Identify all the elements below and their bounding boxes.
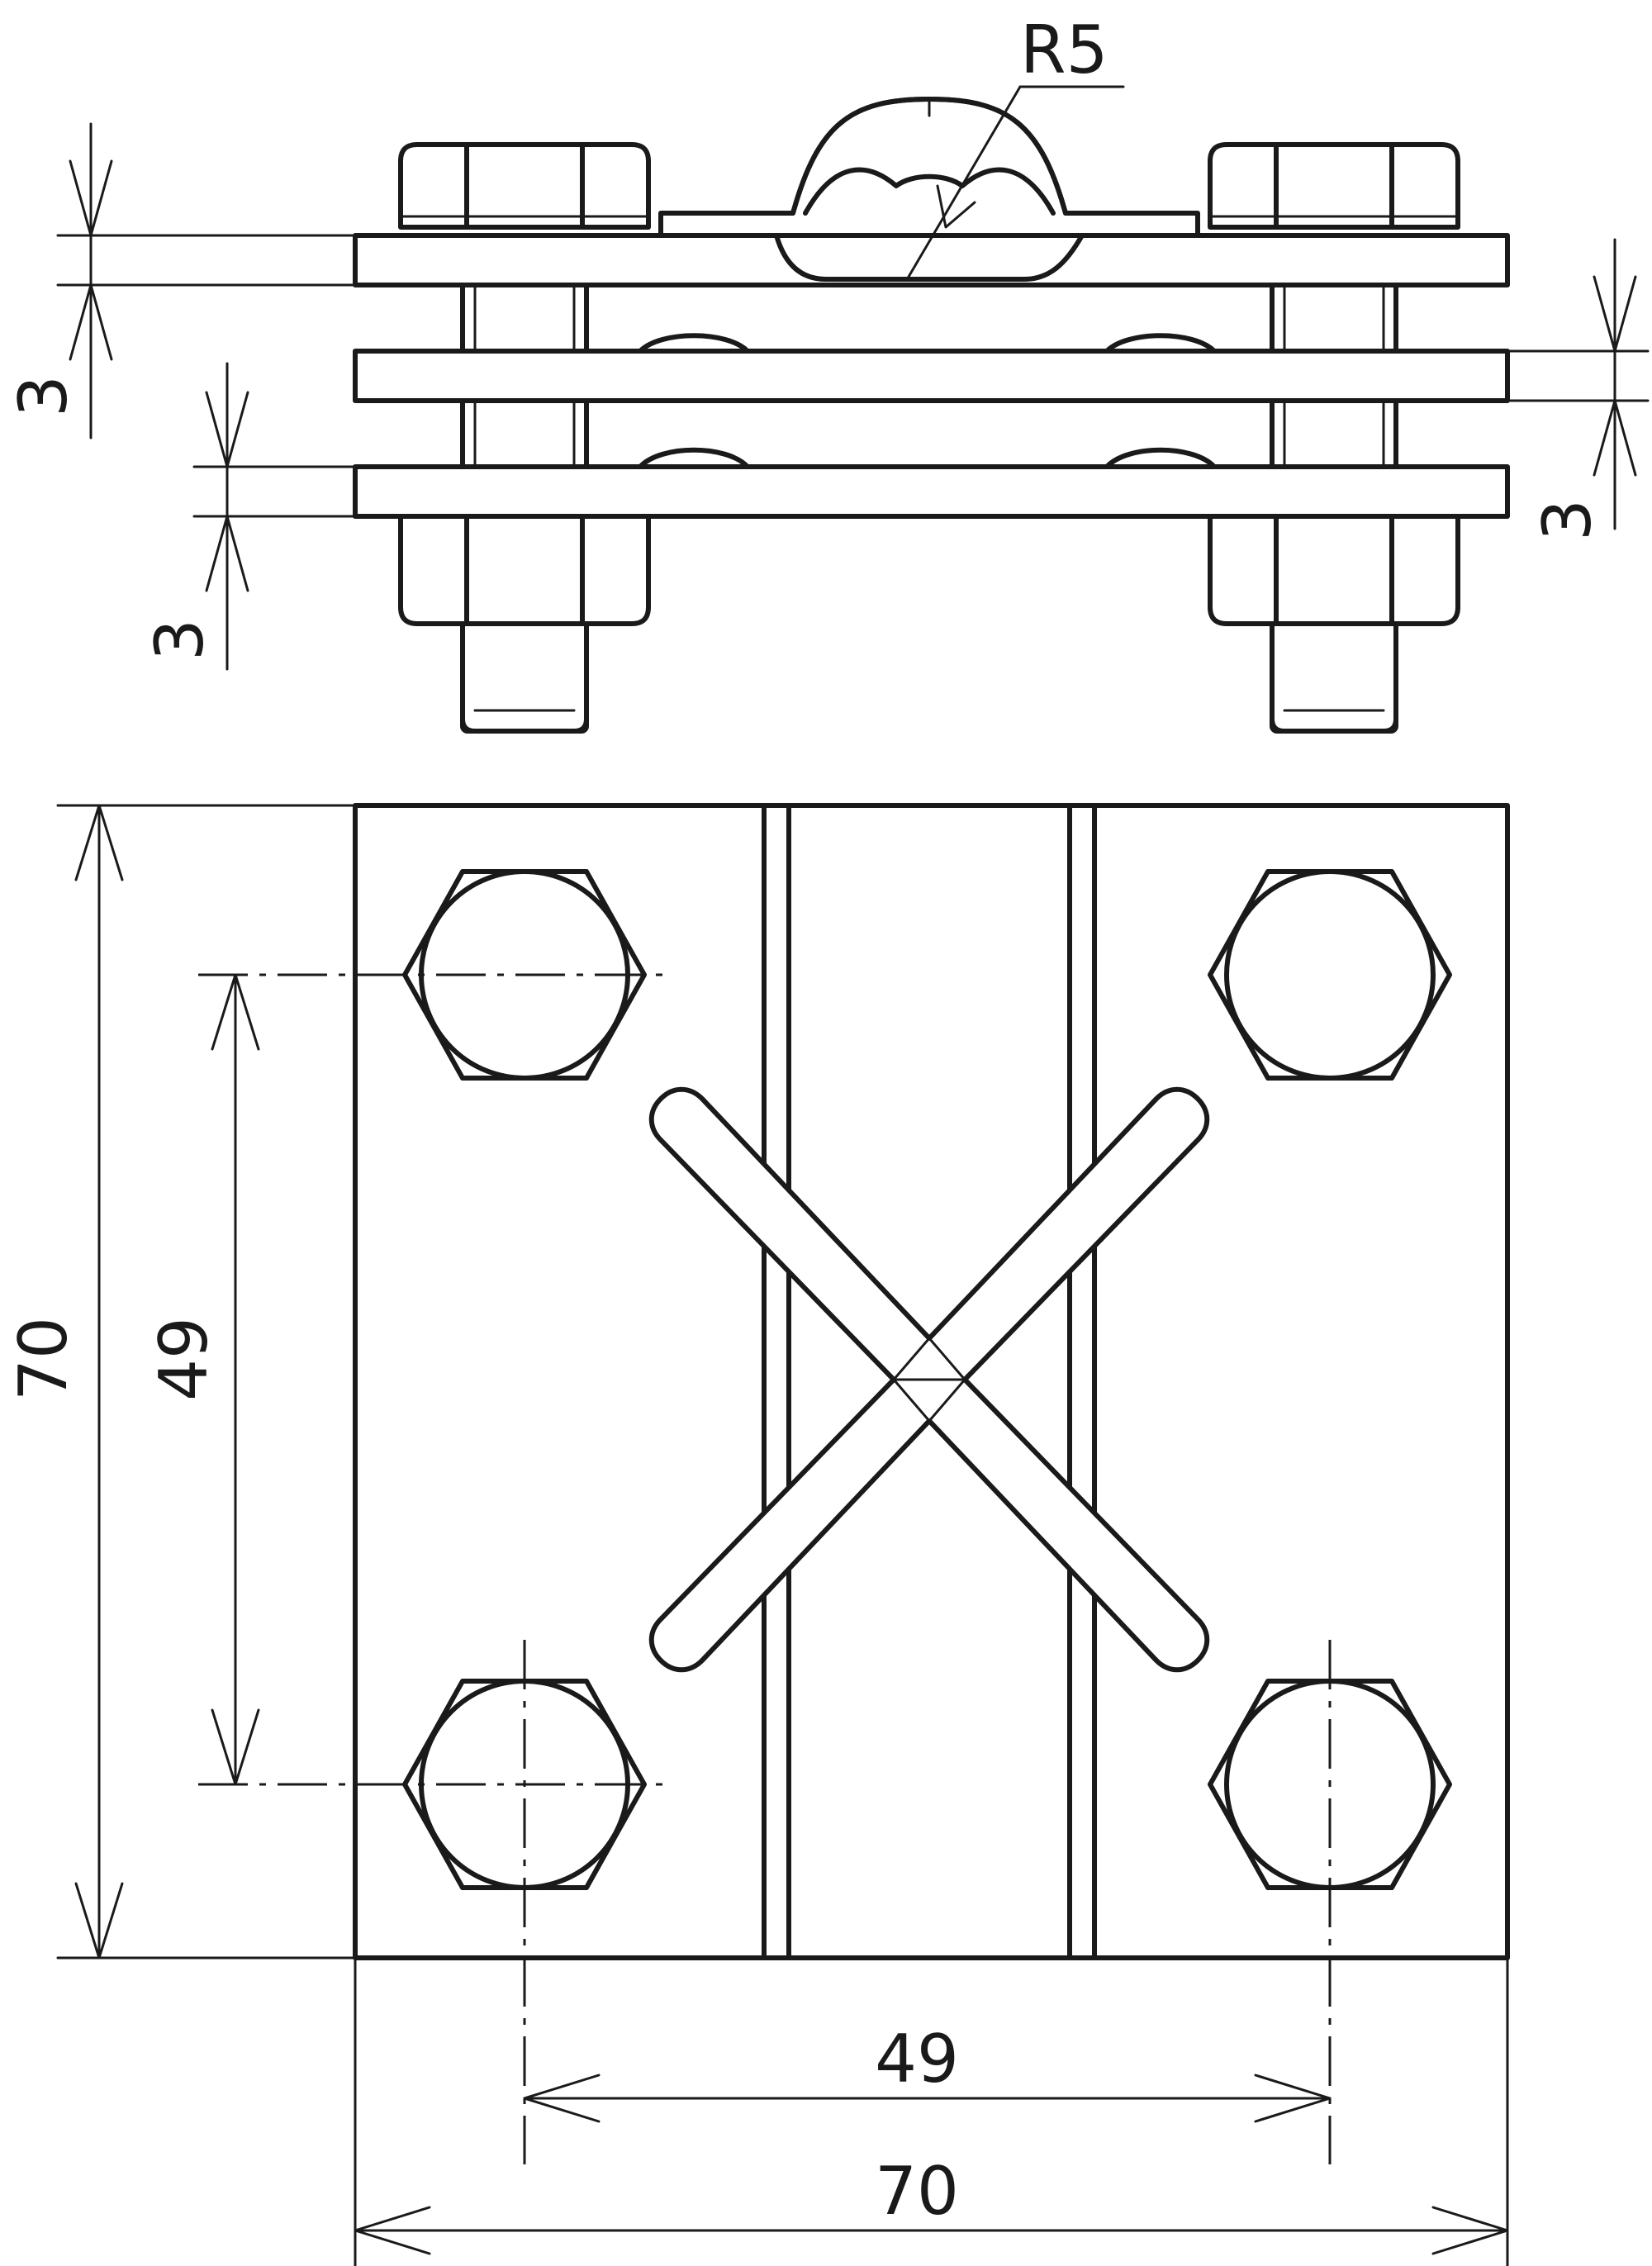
plate-middle bbox=[353, 349, 1510, 403]
clamp-bump-3 bbox=[638, 447, 750, 469]
dim-top-plate-thickness bbox=[56, 122, 357, 439]
clamp-bump-2 bbox=[1104, 333, 1217, 354]
dim-overall-width bbox=[354, 1956, 1509, 2266]
bolt-end-left bbox=[460, 621, 589, 734]
bottom-plate-thickness-label: 3 bbox=[141, 619, 218, 661]
center-strip bbox=[762, 803, 1097, 1960]
dim-bottom-plate-thickness bbox=[192, 362, 357, 671]
base-plate-outline bbox=[353, 803, 1510, 1960]
bolt-head-top-left bbox=[398, 142, 651, 230]
side-view: R5 3 3 3 bbox=[5, 12, 1650, 734]
plan-view: 70 49 49 70 bbox=[5, 803, 1510, 2266]
bolt-spacing-horizontal-label: 49 bbox=[875, 2021, 959, 2097]
bolt-spacing-vertical-label: 49 bbox=[145, 1317, 222, 1401]
hex-bolt-top-right bbox=[1208, 869, 1452, 1081]
nut-bottom-right bbox=[1208, 514, 1460, 626]
nut-bottom-left bbox=[398, 514, 651, 626]
radius-leader bbox=[907, 85, 1125, 278]
bolt-head-top-right bbox=[1208, 142, 1460, 230]
bolt-end-right bbox=[1270, 621, 1398, 734]
cross-bracket bbox=[648, 1086, 1210, 1673]
clamp-bump-4 bbox=[1104, 447, 1217, 469]
overall-height-label: 70 bbox=[5, 1317, 82, 1401]
dim-bolt-spacing-horizontal bbox=[523, 2074, 1332, 2123]
dim-middle-plate-thickness bbox=[1506, 238, 1650, 530]
middle-plate-thickness-label: 3 bbox=[1529, 499, 1606, 541]
center-lines bbox=[198, 973, 1332, 2164]
dim-bolt-spacing-vertical bbox=[211, 973, 260, 1786]
clamp-bump-1 bbox=[638, 333, 750, 354]
plate-bottom bbox=[353, 464, 1510, 519]
top-plate-thickness-label: 3 bbox=[5, 375, 82, 417]
dim-overall-height bbox=[56, 804, 357, 1960]
saddle-underside bbox=[774, 233, 1085, 282]
radius-label: R5 bbox=[1020, 12, 1108, 88]
overall-width-label: 70 bbox=[875, 2153, 959, 2230]
